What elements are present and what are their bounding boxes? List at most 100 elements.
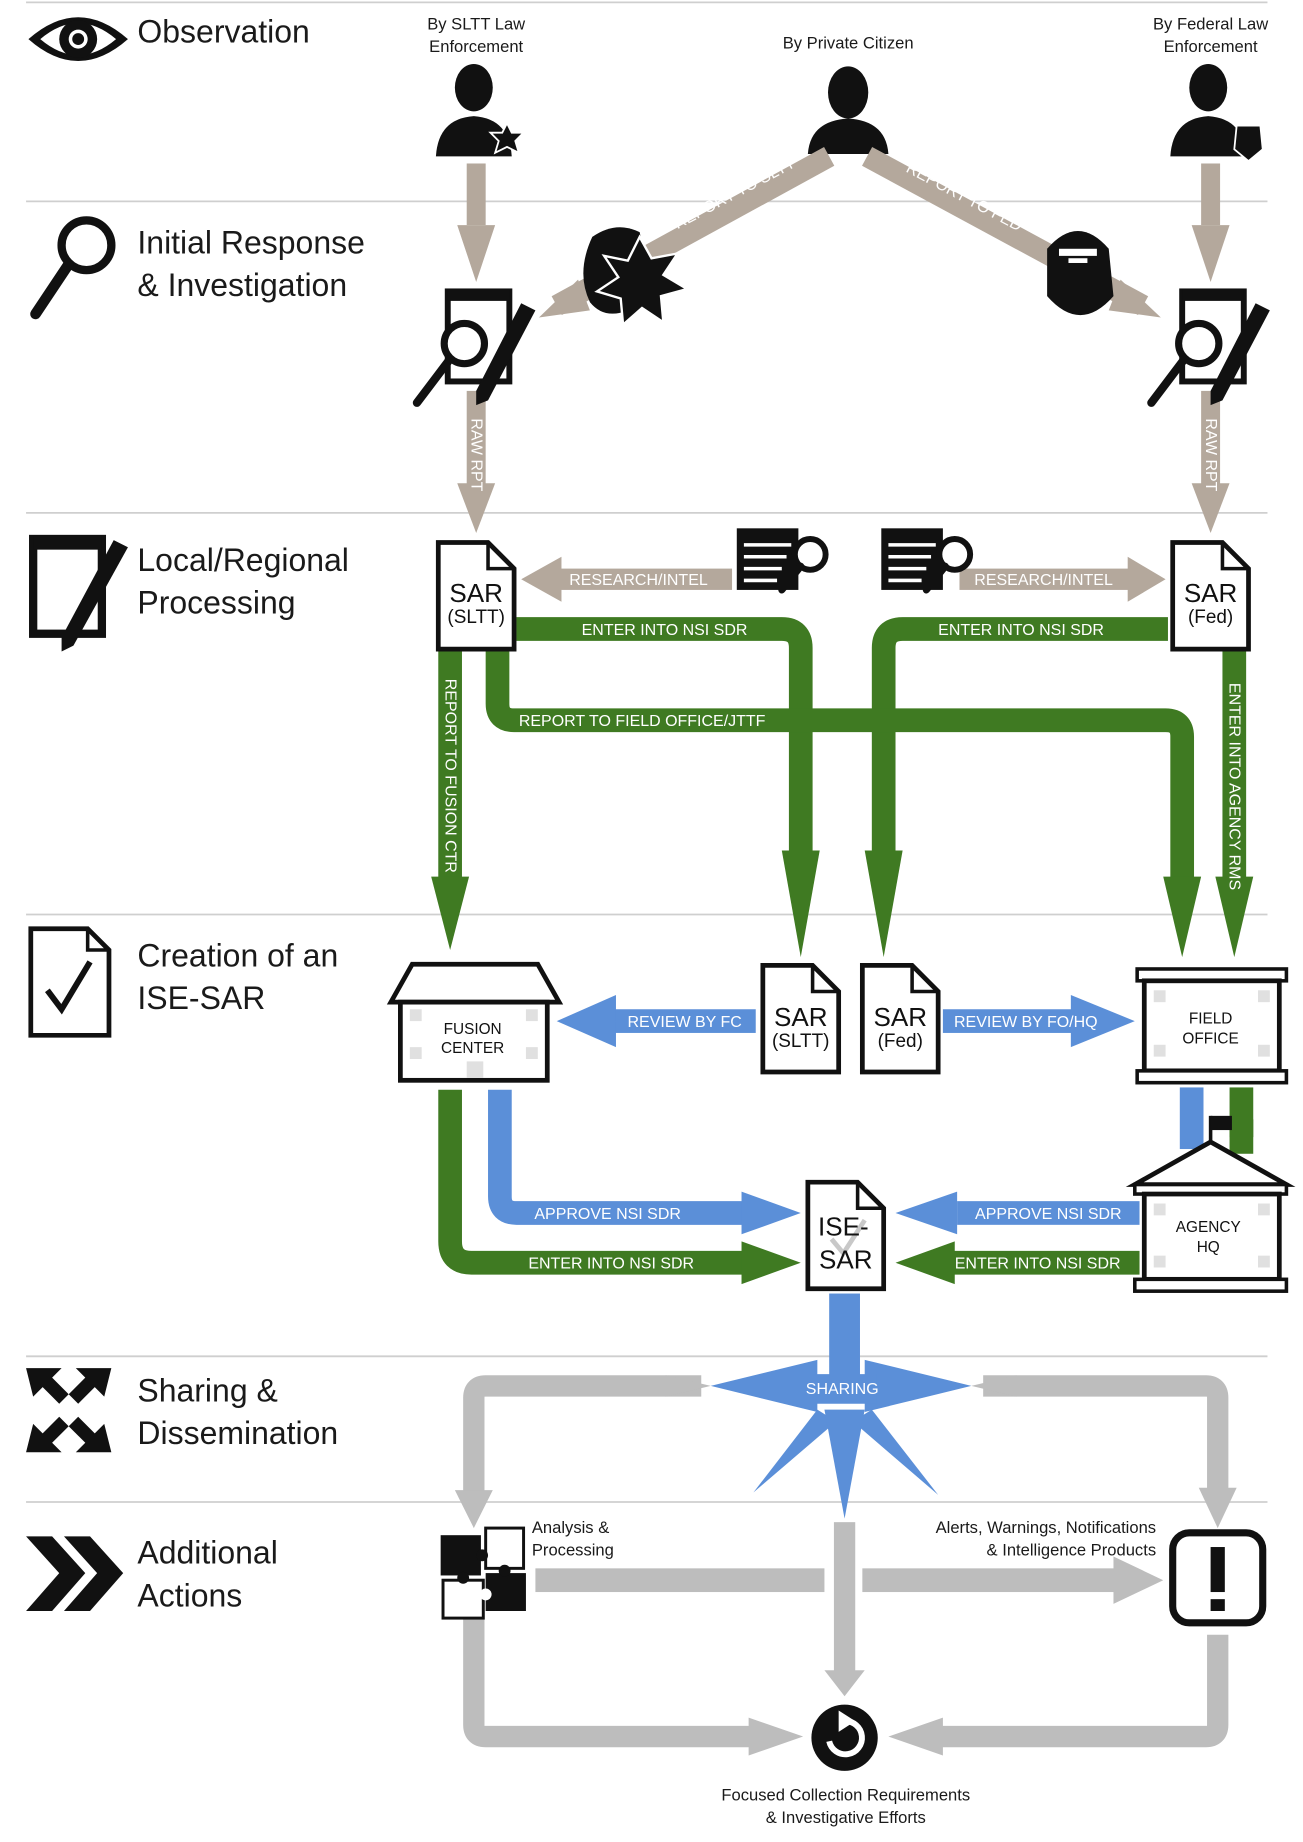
fed-shield-icon — [1047, 231, 1114, 316]
research-document-right-icon — [881, 528, 974, 594]
agency-hq-label-1: AGENCY — [1176, 1219, 1241, 1236]
agency-hq-label-2: HQ — [1197, 1239, 1220, 1256]
field-office-label-2: OFFICE — [1182, 1031, 1238, 1048]
agency-hq-building — [1125, 1115, 1296, 1293]
citizen-observer-label: By Private Citizen — [783, 34, 914, 53]
stage-subtitle-creation: ISE-SAR — [137, 980, 265, 1016]
sar-sltt-subtitle: (SLTT) — [447, 607, 505, 628]
magnifier-icon — [30, 216, 116, 320]
sharing-burst-icon — [710, 1293, 972, 1519]
federal-observer-label-2: Enforcement — [1164, 37, 1258, 56]
expand-arrows-icon — [26, 1368, 112, 1453]
stage-subtitle-initial-response: & Investigation — [137, 267, 347, 303]
sltt-observer-label: By SLTT Law — [427, 15, 526, 34]
raw-rpt-right-label: RAW RPT — [1202, 418, 1219, 491]
sltt-observer-label-2: Enforcement — [429, 37, 523, 56]
sar-sltt-center-document — [760, 963, 842, 1075]
document-pen-icon — [29, 534, 128, 652]
sharing-label: SHARING — [806, 1381, 879, 1398]
green-arrowheads — [431, 850, 1254, 1285]
approve-left-label: APPROVE NSI SDR — [534, 1206, 681, 1223]
enter-nsi-left-label: ENTER INTO NSI SDR — [582, 622, 748, 639]
review-by-fohq-arrow — [942, 995, 1135, 1048]
field-office-label-1: FIELD — [1189, 1010, 1233, 1027]
federal-observer-label: By Federal Law — [1153, 15, 1269, 34]
enter-nsi-left-path — [516, 617, 813, 853]
sar-fed-center-subtitle: (Fed) — [878, 1031, 923, 1052]
stage-title-additional: Additional — [137, 1535, 277, 1571]
sar-sltt-document — [435, 540, 517, 652]
stage-title-sharing: Sharing & — [137, 1372, 277, 1408]
analysis-label-2: Processing — [532, 1540, 614, 1559]
field-office-building — [1135, 967, 1289, 1085]
stage-subtitle-sharing: Dissemination — [137, 1415, 338, 1451]
sar-fed-subtitle: (Fed) — [1188, 607, 1233, 628]
tan-arrows — [457, 146, 1230, 602]
field-agency-blue-link — [1179, 1087, 1204, 1150]
raw-rpt-right-arrow — [1191, 390, 1230, 534]
green-arrows — [438, 617, 1254, 1275]
investigation-left-icon — [412, 288, 536, 407]
puzzle-icon — [440, 1526, 526, 1620]
section-dividers — [26, 1, 1268, 1503]
flag-icon — [1210, 1115, 1232, 1131]
review-by-fohq-label: REVIEW BY FO/HQ — [954, 1014, 1098, 1031]
report-field-office-label: REPORT TO FIELD OFFICE/JTTF — [519, 713, 766, 730]
sar-sltt-title: SAR — [449, 578, 503, 608]
sltt-officer-icon — [435, 63, 526, 157]
report-to-sltt-arrow — [538, 147, 835, 318]
checked-document-icon — [28, 926, 112, 1038]
sar-fed-center-title: SAR — [873, 1002, 927, 1032]
research-intel-right-arrow — [959, 556, 1166, 602]
fusion-enter-nsi-path — [438, 1089, 747, 1275]
stage-title-observation: Observation — [137, 14, 309, 50]
refresh-icon — [811, 1704, 878, 1771]
approve-right-label: APPROVE NSI SDR — [975, 1206, 1122, 1223]
enter-right-label: ENTER INTO NSI SDR — [955, 1256, 1121, 1273]
stage-title-local-processing: Local/Regional — [137, 542, 349, 578]
federal-agent-icon — [1170, 63, 1264, 163]
enter-left-label: ENTER INTO NSI SDR — [528, 1256, 694, 1273]
research-intel-left-label: RESEARCH/INTEL — [569, 572, 708, 589]
sar-fed-title: SAR — [1184, 578, 1238, 608]
blue-arrows — [488, 995, 1254, 1235]
eye-icon — [28, 17, 128, 62]
observer-labels: By SLTT Law Enforcement By Private Citiz… — [427, 15, 1269, 57]
sar-sltt-center-title: SAR — [774, 1002, 828, 1032]
enter-nsi-right-label: ENTER INTO NSI SDR — [938, 622, 1104, 639]
outcome-labels: Analysis & Processing Alerts, Warnings, … — [532, 1518, 1156, 1827]
raw-rpt-left-arrow — [457, 390, 496, 534]
document-labels: SAR (SLTT) SAR (Fed) SAR (SLTT) SAR (Fed… — [447, 578, 1237, 1275]
double-chevron-icon — [26, 1536, 124, 1611]
alerts-label-1: Alerts, Warnings, Notifications — [936, 1518, 1157, 1537]
police-badge-icon — [583, 227, 691, 328]
investigation-right-icon — [1147, 288, 1270, 407]
fusion-center-label-1: FUSION — [444, 1021, 502, 1038]
ise-sar-document — [805, 1179, 887, 1292]
raw-rpt-left-label: RAW RPT — [467, 418, 484, 491]
sar-fed-document — [1170, 540, 1251, 652]
research-intel-right-label: RESEARCH/INTEL — [974, 572, 1113, 589]
review-by-fc-label: REVIEW BY FC — [628, 1014, 742, 1031]
ise-sar-title: ISE- — [818, 1211, 869, 1241]
focused-label-2: & Investigative Efforts — [766, 1808, 926, 1827]
stage-title-initial-response: Initial Response — [137, 225, 364, 261]
alerts-label-2: & Intelligence Products — [987, 1540, 1157, 1559]
stage-subtitle-local-processing: Processing — [137, 585, 295, 621]
research-intel-left-arrow — [521, 556, 733, 602]
private-citizen-icon — [807, 66, 889, 155]
sar-fed-center-document — [859, 963, 941, 1075]
stage-titles: Observation Initial Response & Investiga… — [137, 14, 364, 1614]
stage-title-creation: Creation of an — [137, 938, 338, 974]
ise-sar-subtitle: SAR — [819, 1245, 873, 1275]
alert-icon — [1169, 1529, 1267, 1627]
review-by-fc-arrow — [556, 995, 756, 1048]
fusion-center-building — [386, 961, 564, 1083]
enter-nsi-right-path — [871, 617, 1168, 853]
enter-agency-rms-label: ENTER INTO AGENCY RMS — [1226, 683, 1243, 890]
report-field-office-path — [485, 651, 1195, 883]
fusion-center-label-2: CENTER — [441, 1040, 504, 1057]
report-fusion-ctr-label: REPORT TO FUSION CTR — [441, 679, 458, 873]
fusion-approve-path — [488, 1089, 747, 1225]
fed-down-arrow — [1191, 163, 1230, 282]
